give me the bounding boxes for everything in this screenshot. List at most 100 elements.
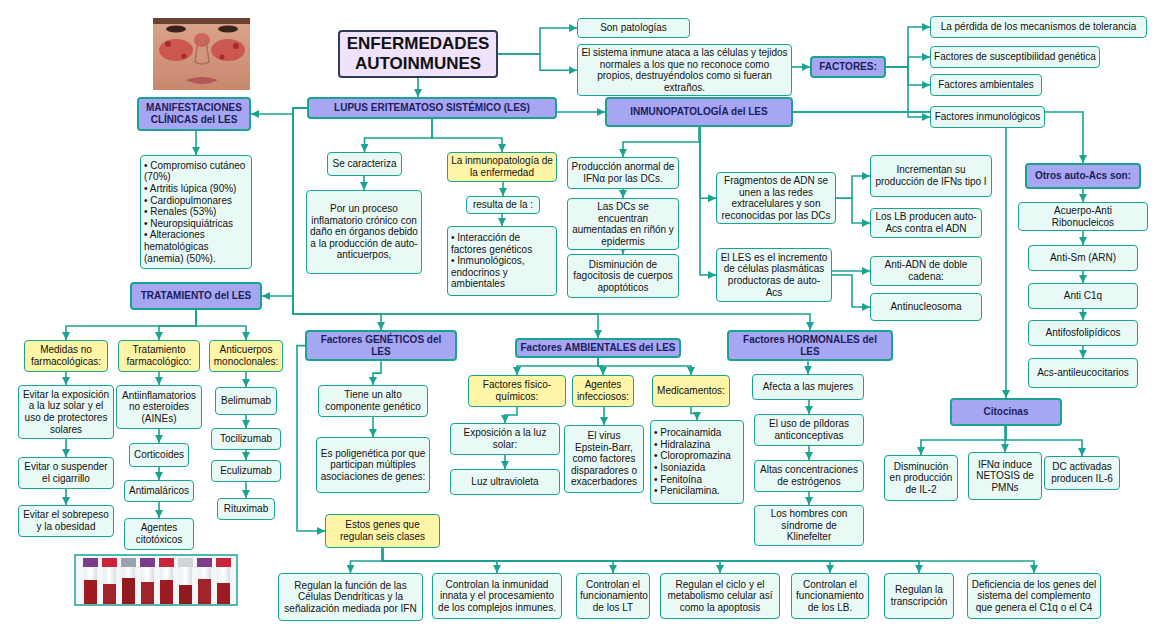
connector-arrow — [807, 361, 809, 374]
node-text: Son patologías — [581, 22, 686, 34]
tube-body — [141, 566, 154, 604]
node-text: Exposición a la luz solar: — [454, 427, 556, 450]
node-text: Antiinflamatorios no esteroides (AINEs) — [120, 390, 198, 425]
tube-body — [84, 566, 97, 604]
tube-cap — [102, 558, 117, 567]
content-box: Fragmentos de ADN se unen a las redes ex… — [716, 172, 836, 224]
connector-arrow — [417, 78, 419, 97]
node-text: INMUNOPATOLOGÍA del LES — [610, 106, 788, 118]
highlight-box: Anticuerpos monoclonales: — [209, 340, 283, 372]
connector-arrow — [432, 119, 502, 152]
connector-arrow — [603, 407, 605, 425]
content-box: El sistema inmune ataca a las células y … — [577, 44, 792, 96]
connector-arrow — [262, 108, 307, 296]
connector-arrow — [921, 426, 1006, 455]
face-eye — [166, 26, 186, 33]
content-box: Luz ultravioleta — [450, 469, 560, 495]
face-hair — [153, 18, 250, 24]
section-box: LUPUS ERITEMATOSO SISTÉMICO (LES) — [307, 97, 557, 119]
content-box: • Procainamida• Hidralazina• Cloropromaz… — [650, 420, 744, 504]
section-box: Factores GENÉTICOS del LES — [305, 330, 457, 361]
connector-arrow — [623, 127, 699, 157]
node-text: Tocilizumab — [215, 433, 277, 445]
connector-arrow — [245, 450, 247, 460]
node-text: • Penicilamina. — [654, 485, 740, 497]
tube-cap — [121, 558, 136, 567]
connector-arrow — [158, 467, 160, 480]
tube-cap — [178, 558, 193, 567]
content-box: Antifosfolipídicos — [1028, 320, 1138, 346]
node-text: ENFERMEDADES AUTOINMUNES — [343, 34, 493, 73]
content-box: Disminución en producción de IL-2 — [884, 455, 958, 501]
node-text: Citocinas — [955, 406, 1057, 418]
connector-arrow — [517, 358, 598, 375]
tube-cap — [83, 558, 98, 567]
content-box: IFNα induce NETOSIS de PMNs — [968, 452, 1042, 500]
content-box: Controlan el funcionamiento de los LB. — [791, 573, 869, 619]
content-box: Por un proceso inflamatorio crónico con … — [306, 190, 422, 274]
node-text: DC activadas producen IL-6 — [1048, 461, 1116, 484]
rash-spot — [165, 41, 171, 47]
node-text: IFNα induce NETOSIS de PMNs — [972, 459, 1038, 494]
content-box: Son patologías — [577, 18, 690, 38]
node-text: Medidas no farmacológicas: — [28, 344, 104, 367]
connector-arrow — [351, 548, 383, 573]
node-text: El LES es el incremento de células plasm… — [720, 252, 828, 298]
content-box: Factores de susceptibilidad genética — [930, 46, 1100, 68]
node-text: Factores GENÉTICOS del LES — [310, 334, 452, 357]
content-box: Altas concentraciones de estrógenos — [754, 460, 864, 492]
node-text: Factores ambientales — [934, 79, 1038, 91]
node-text: • Isoniazida — [654, 462, 740, 474]
node-text: Tiene un alto componente genético — [322, 389, 424, 412]
node-text: • Alteraciones hematológicas (anemia) (5… — [144, 229, 248, 264]
highlight-box: La inmunopatología de la enfermedad — [447, 152, 557, 182]
connector-arrow — [505, 407, 517, 423]
node-text: Evitar la exposición a la luz solar y el… — [22, 389, 110, 435]
title-box: ENFERMEDADES AUTOINMUNES — [338, 30, 498, 78]
node-text: • Cloropromazina — [654, 450, 740, 462]
node-text: Regulan la función de las Células Dendrí… — [282, 580, 419, 615]
tube-cap — [216, 558, 231, 567]
node-text: Anticuerpos monoclonales: — [213, 344, 279, 367]
section-box: FACTORES: — [810, 56, 886, 78]
node-text: La pérdida de los mecanismos de toleranc… — [934, 21, 1143, 33]
content-box: Incrementan su producción de IFNs tipo I — [870, 155, 992, 197]
content-box: Agentes citotóxicos — [124, 518, 194, 550]
connector-arrow — [886, 67, 930, 117]
node-text: FACTORES: — [815, 61, 881, 73]
content-box: Antiinflamatorios no esteroides (AINEs) — [116, 385, 202, 429]
connector-arrow — [365, 119, 433, 152]
tube-cap — [197, 558, 212, 567]
connector-arrow — [1082, 309, 1084, 320]
content-box: Controlan la inmunidad innata y el proce… — [432, 573, 562, 619]
node-text: Deficiencia de los genes del sistema del… — [971, 579, 1097, 614]
highlight-box: Estos genes que regulan seis clases — [325, 514, 440, 548]
node-text: El virus Epstein-Barr, como factores dis… — [568, 430, 640, 488]
tube-body — [217, 566, 230, 604]
node-text: Factores físico-químicos: — [472, 379, 562, 402]
node-text: Fragmentos de ADN se unen a las redes ex… — [720, 175, 832, 221]
face-eye — [218, 26, 238, 33]
node-text: Luz ultravioleta — [454, 476, 556, 488]
tube-blood — [198, 579, 211, 604]
content-box: Los hombres con síndrome de Klinefelter — [754, 505, 864, 546]
connector-arrow — [691, 407, 697, 420]
content-box: Acs-antileucocitarios — [1028, 358, 1138, 388]
lupus-face-photo — [153, 18, 250, 90]
node-text: MANIFESTACIONES CLÍNICAS del LES — [142, 102, 246, 125]
node-text: • Inmunológicos, endocrinos y ambientale… — [451, 255, 553, 290]
section-box: Otros auto-Acs son: — [1025, 163, 1141, 189]
connector-arrow — [504, 455, 506, 469]
connector-arrow — [245, 482, 247, 498]
tube-body — [179, 566, 192, 604]
tube-blood — [179, 585, 192, 604]
connector-arrow — [363, 176, 365, 190]
content-box: Evitar la exposición a la luz solar y el… — [18, 385, 114, 439]
connector-arrow — [1082, 346, 1084, 358]
node-text: Anti C1q — [1032, 290, 1134, 302]
content-box: Eculizumab — [211, 460, 281, 482]
highlight-box: Medicamentos: — [652, 375, 730, 407]
content-box: La pérdida de los mecanismos de toleranc… — [930, 16, 1147, 38]
connector-arrow — [245, 372, 247, 387]
